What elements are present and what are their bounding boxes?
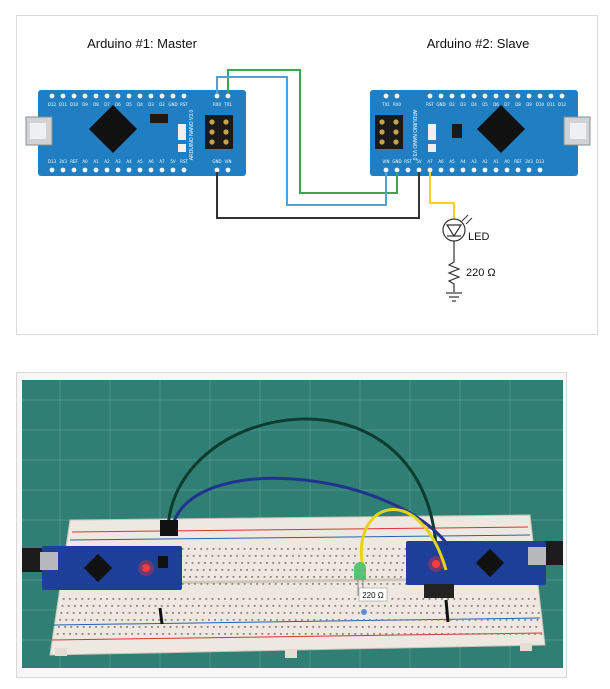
slave-board-text: ARDUINO NANO V3.0 [411,110,417,161]
pin-label: REF [70,159,78,164]
pin-label: 5V [416,159,422,164]
pin-label: D11 [547,102,556,107]
pin-label: D4 [471,102,477,107]
slave-title: Arduino #2: Slave [427,36,530,51]
pin-label: GND [212,159,221,164]
pin-label: D5 [482,102,488,107]
breadboard-photo: 220 Ω [22,380,563,668]
pin-label: GND [436,102,445,107]
pin-label: D3 [148,102,154,107]
pin-label: TX1 [223,102,232,107]
pin-label: A4 [460,159,466,164]
pin-label: A1 [493,159,499,164]
pin-label: 3V3 [525,159,533,164]
pin-label: RST [180,102,188,107]
pin-label: D3 [460,102,466,107]
pin-label: D8 [93,102,99,107]
resistor-symbol [447,256,461,292]
pin-label: RST [426,102,434,107]
pin-label: 5V [170,159,176,164]
pin-label: D8 [515,102,521,107]
pin-label: VIN [383,159,390,164]
pin-label: RST [404,159,412,164]
pin-label: D12 [558,102,567,107]
pin-label: D9 [82,102,88,107]
pin-label: A3 [471,159,477,164]
pin-label: RX0 [393,102,402,107]
pin-label: 3V3 [59,159,67,164]
pin-label: A2 [104,159,110,164]
master-title: Arduino #1: Master [87,36,198,51]
pin-label: D6 [115,102,121,107]
pin-label: D2 [449,102,455,107]
pin-label: GND [168,102,177,107]
pin-label: A4 [126,159,132,164]
pin-label: A5 [137,159,143,164]
pin-label: D10 [536,102,545,107]
pin-label: A7 [159,159,165,164]
pin-label: RX0 [213,102,222,107]
led-label: LED [468,231,489,243]
pin-label: REF [514,159,522,164]
blue-wire [216,76,387,206]
pin-label: GND [392,159,401,164]
pin-label: D7 [504,102,510,107]
green-wire [227,69,398,194]
pin-label: TX1 [381,102,390,107]
pin-label: A6 [148,159,154,164]
resistor-label: 220 Ω [466,267,496,279]
pin-label: A2 [482,159,488,164]
pin-label: VIN [225,159,232,164]
pin-label: D13 [536,159,545,164]
pin-label: RST [180,159,188,164]
pin-label: A1 [93,159,99,164]
pin-label: A6 [438,159,444,164]
pin-label: D11 [59,102,68,107]
pin-label: D13 [48,159,57,164]
pin-label: D12 [48,102,57,107]
pin-label: D4 [137,102,143,107]
pin-label: D10 [70,102,79,107]
pin-label: A5 [449,159,455,164]
ground-icon [446,292,462,302]
pin-label: D7 [104,102,110,107]
pin-label: A7 [427,159,433,164]
pin-label: D6 [493,102,499,107]
pin-label: D2 [159,102,165,107]
pin-label: A0 [82,159,88,164]
arduino-slave-board: ARDUINO NANO V3.0 D12D11D10D9D8D7D6D5D4D… [370,90,591,176]
pin-label: A0 [504,159,510,164]
pin-label: D9 [526,102,532,107]
pin-label: D5 [126,102,132,107]
led-symbol [442,214,473,256]
black-wire [216,172,420,219]
master-board-text: ARDUINO NANO V3.0 [189,110,195,161]
yellow-wire [429,172,455,218]
resistor-tag: 220 Ω [362,591,384,600]
pin-label: A3 [115,159,121,164]
